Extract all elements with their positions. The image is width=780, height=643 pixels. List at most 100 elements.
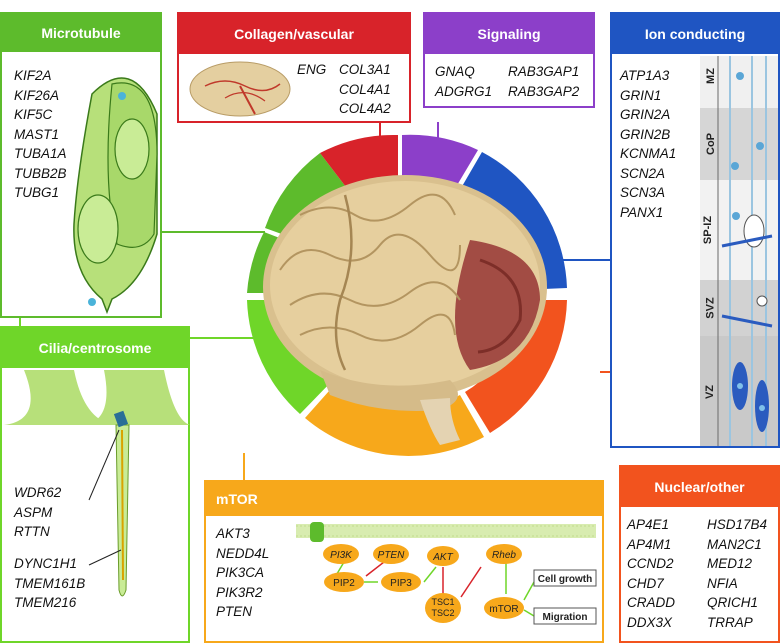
gene: TUBG1	[14, 185, 60, 200]
gene: ATP1A3	[620, 68, 670, 83]
gene: COL4A2	[339, 101, 391, 116]
node-pten: PTEN	[373, 544, 409, 564]
signaling-panel: Signaling GNAQ ADGRG1 RAB3GAP1 RAB3GAP2	[423, 12, 595, 108]
signaling-title: Signaling	[477, 26, 541, 42]
node-mtor: mTOR	[484, 597, 524, 619]
gene: AP4M1	[627, 536, 672, 552]
gene: KIF5C	[14, 107, 53, 122]
ion-title: Ion conducting	[644, 26, 746, 42]
gene: GNAQ	[435, 64, 475, 79]
node-rheb: Rheb	[486, 544, 522, 564]
gene: CRADD	[627, 595, 676, 610]
gene: CCND2	[627, 556, 674, 571]
node-pten-label: PTEN	[378, 550, 405, 561]
gene: GRIN2B	[620, 126, 671, 142]
collagen-gene-list-right: COL3A1 COL4A1 COL4A2	[339, 60, 391, 119]
node-rheb-label: Rheb	[492, 550, 516, 561]
node-akt-label: AKT	[432, 552, 453, 563]
layer-label-vz: VZ	[704, 384, 717, 400]
mtor-gene-list: AKT3 NEDD4L PIK3CA PIK3R2 PTEN	[216, 524, 269, 622]
gene: HSD17B4	[707, 517, 768, 532]
gene: DYNC1H1	[14, 556, 78, 571]
gene: MAST1	[14, 126, 60, 142]
cilia-illustration	[4, 370, 190, 597]
gene: RAB3GAP2	[508, 83, 580, 99]
gene: ASPM	[14, 504, 53, 520]
gene: PTEN	[216, 604, 253, 619]
layer-label-svz: SVZ	[704, 297, 717, 319]
nuclear-panel: Nuclear/other AP4E1 AP4M1 CCND2 CHD7 CRA…	[619, 465, 780, 643]
ion-gene-list: ATP1A3 GRIN1 GRIN2A GRIN2B KCNMA1 SCN2A …	[620, 66, 676, 222]
gene: WDR62	[14, 485, 62, 500]
output-cell-growth: Cell growth	[533, 569, 597, 587]
gene: KIF26A	[14, 87, 60, 103]
gene: TMEM161B	[14, 575, 86, 591]
gene: QRICH1	[707, 595, 759, 610]
gene: SCN3A	[620, 185, 666, 200]
node-pi3k-label: PI3K	[330, 550, 353, 561]
brain-illustration	[263, 175, 547, 445]
signaling-gene-list-right: RAB3GAP1 RAB3GAP2	[508, 62, 579, 101]
gene: AKT3	[216, 526, 250, 541]
gene: TUBA1A	[14, 146, 67, 161]
nuclear-gene-list-right: HSD17B4 MAN2C1 MED12 NFIA QRICH1 TRRAP	[707, 515, 767, 632]
gene: RAB3GAP1	[508, 64, 580, 79]
vascular-brain-icon	[189, 61, 291, 117]
signaling-header: Signaling	[425, 14, 593, 54]
microtubule-panel: Microtubule KIF2A KIF26A KIF5C MAST1 TUB…	[0, 12, 162, 318]
ring-segment-cilia	[247, 300, 333, 414]
gene: PIK3CA	[216, 565, 265, 580]
gene: MED12	[707, 556, 753, 571]
collagen-header: Collagen/vascular	[179, 14, 409, 54]
ion-panel: Ion conducting ATP1A3 GRIN1 GRIN2A GRIN2…	[610, 12, 780, 448]
node-mtor-label: mTOR	[489, 604, 518, 615]
layer-label-sp-iz: SP-IZ	[702, 215, 715, 245]
gene: CHD7	[627, 575, 664, 591]
microtubule-header: Microtubule	[2, 14, 160, 52]
node-akt: AKT	[427, 546, 459, 566]
output-migration: Migration	[533, 607, 597, 625]
gene: AP4E1	[627, 517, 670, 532]
ion-header: Ion conducting	[612, 14, 778, 54]
mtor-header: mTOR	[206, 482, 602, 516]
nuclear-gene-list-left: AP4E1 AP4M1 CCND2 CHD7 CRADD DDX3X	[627, 515, 675, 632]
layer-label-cop: CoP	[705, 133, 717, 155]
gene: DDX3X	[627, 614, 673, 630]
gene: MAN2C1	[707, 536, 762, 552]
collagen-panel: Collagen/vascular ENG COL3A1 COL4A1 COL4…	[177, 12, 411, 123]
nuclear-header: Nuclear/other	[621, 467, 778, 507]
output-migration-label: Migration	[543, 612, 588, 623]
node-tsc2-label: TSC2	[431, 608, 454, 618]
gene: TMEM216	[14, 595, 77, 610]
gene: KIF2A	[14, 68, 52, 83]
microtubule-title: Microtubule	[41, 25, 121, 41]
node-tsc: TSC1 TSC2	[425, 593, 461, 623]
gene: NFIA	[707, 575, 738, 591]
node-pip3-label: PIP3	[390, 578, 412, 589]
cilia-title: Cilia/centrosome	[38, 340, 152, 356]
output-cell-growth-label: Cell growth	[538, 574, 592, 585]
microtubule-gene-list: KIF2A KIF26A KIF5C MAST1 TUBA1A TUBB2B T…	[14, 66, 67, 203]
collagen-title: Collagen/vascular	[234, 26, 354, 42]
mtor-panel: mTOR AKT3 NEDD4L PIK3CA PIK3R2 PTEN PI3K…	[204, 480, 604, 643]
gene: ENG	[297, 62, 327, 77]
gene: GRIN1	[620, 87, 662, 103]
cortical-layers-illustration: MZ CoP SP-IZ SVZ VZ	[700, 56, 778, 446]
nuclear-title: Nuclear/other	[654, 479, 745, 495]
node-tsc1-label: TSC1	[431, 597, 454, 607]
neuron-illustration	[73, 77, 158, 315]
gene: KCNMA1	[620, 146, 677, 161]
cilia-gene-list-a: WDR62 ASPM RTTN	[14, 483, 61, 542]
gene: COL3A1	[339, 62, 391, 77]
layer-label-mz: MZ	[704, 68, 717, 84]
gene: SCN2A	[620, 165, 666, 181]
node-pip3: PIP3	[381, 572, 421, 592]
node-pip2-label: PIP2	[333, 578, 355, 589]
gene: TRRAP	[707, 614, 753, 630]
node-pi3k: PI3K	[323, 544, 359, 564]
node-pip2: PIP2	[324, 572, 364, 592]
gene: PANX1	[620, 204, 664, 220]
collagen-gene-list-left: ENG	[297, 60, 326, 80]
gene: ADGRG1	[435, 83, 493, 99]
ring-segment-nuclear	[465, 300, 567, 433]
